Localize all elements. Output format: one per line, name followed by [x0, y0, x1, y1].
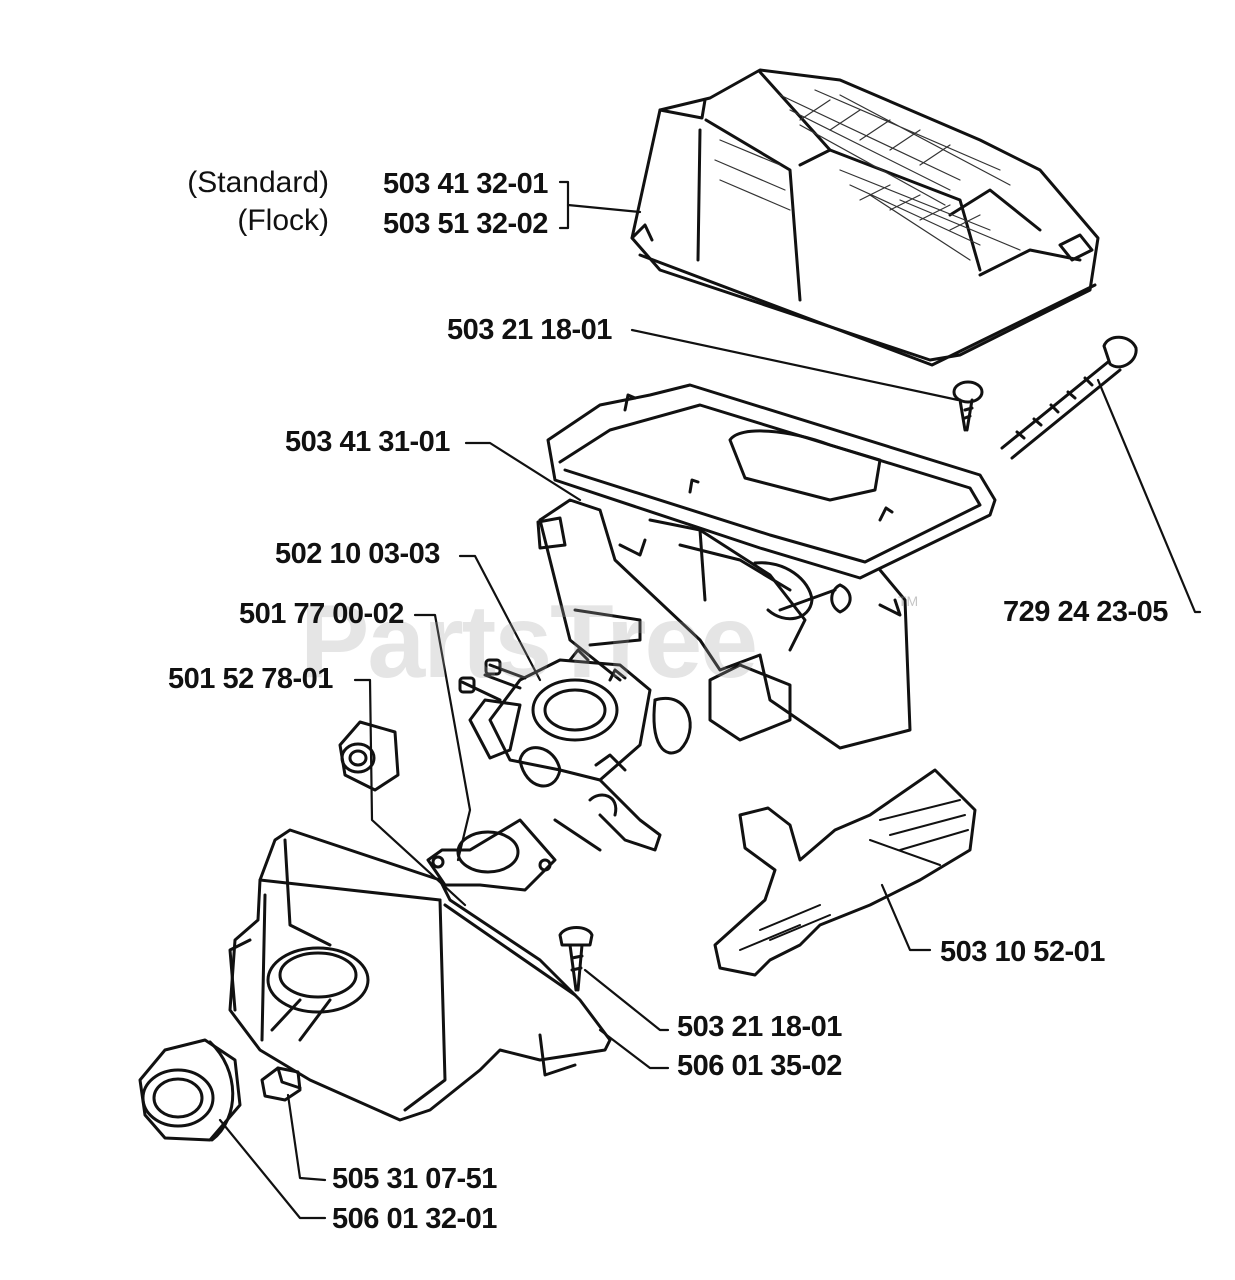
part-label-filter-standard: 503 41 32-01: [383, 168, 548, 200]
standard-note: (Standard): [187, 166, 329, 199]
air-filter-part: [630, 68, 1100, 367]
long-bolt-part: [1000, 335, 1138, 460]
choke-rod-part: [713, 768, 977, 977]
part-label-filter-holder: 503 41 31-01: [285, 426, 450, 458]
screw-part: [558, 926, 594, 992]
part-label-filter-flock: 503 51 32-02: [383, 208, 548, 240]
flock-note: (Flock): [237, 204, 329, 237]
part-label-long-bolt: 729 24 23-05: [1003, 596, 1168, 628]
trademark-mark: TM: [898, 593, 919, 609]
part-label-nut: 505 31 07-51: [332, 1163, 497, 1195]
part-label-intake-boot: 506 01 32-01: [332, 1203, 497, 1235]
part-label-gasket: 501 77 00-02: [239, 598, 404, 630]
part-label-choke-rod: 503 10 52-01: [940, 936, 1105, 968]
intake-bracket-part: [228, 828, 612, 1122]
part-label-intake-bracket: 506 01 35-02: [677, 1050, 842, 1082]
part-label-screw-bottom: 503 21 18-01: [677, 1011, 842, 1043]
leader-lines: [218, 180, 1202, 1220]
gasket-part: [426, 818, 557, 892]
intake-boot-part: [138, 1038, 242, 1142]
grommet-part: [338, 720, 400, 792]
nut-part: [260, 1066, 302, 1102]
partstree-watermark: PartsTree: [300, 584, 758, 700]
screw-part: [952, 380, 984, 432]
carburetor-part: [458, 648, 692, 852]
part-label-screw-top: 503 21 18-01: [447, 314, 612, 346]
part-label-grommet: 501 52 78-01: [168, 663, 333, 695]
filter-holder-part: [536, 383, 997, 750]
part-label-carburetor: 502 10 03-03: [275, 538, 440, 570]
